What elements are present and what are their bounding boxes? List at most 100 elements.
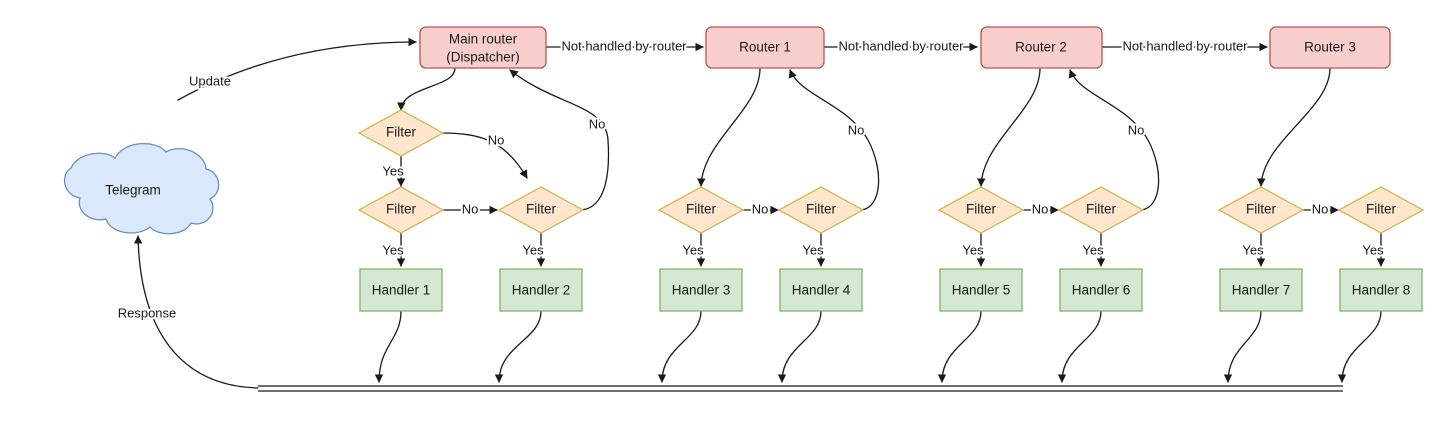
label-no-c-back: No: [1128, 122, 1145, 137]
handler-5-label: Handler 5: [952, 283, 1011, 298]
main-router-label-line1: Main router: [449, 32, 518, 47]
router-3-label: Router 3: [1304, 40, 1356, 55]
main-router-box: [419, 26, 547, 69]
edge-filter-a1-no-to-filter-a2: [440, 132, 528, 179]
label-yes-8: Yes: [1242, 242, 1264, 257]
router-3-box: [1269, 26, 1391, 69]
label-not-handled-2: Not handled by router: [838, 38, 964, 53]
handler-1-node[interactable]: Handler 1: [359, 268, 443, 312]
filter-b1-label: Filter: [686, 202, 717, 217]
telegram-cloud-label: Telegram: [105, 183, 161, 198]
handler-7-node[interactable]: Handler 7: [1219, 268, 1303, 312]
edge-handler-2-to-bus: [494, 310, 542, 383]
filter-b2-diamond: [777, 186, 865, 234]
filter-a1-node[interactable]: Filter: [357, 109, 445, 157]
handler-6-node[interactable]: Handler 6: [1059, 268, 1143, 312]
filter-d1-node[interactable]: Filter: [1217, 186, 1305, 234]
filter-a1-diamond: [357, 109, 445, 157]
filter-a2-diamond: [497, 186, 585, 234]
handler-5-box: [939, 268, 1023, 312]
filter-d1-diamond: [1217, 186, 1305, 234]
handler-3-box: [659, 268, 743, 312]
label-no-b-back: No: [848, 122, 865, 137]
filter-c1-diamond: [937, 186, 1025, 234]
filter-c2-label: Filter: [1086, 202, 1117, 217]
filter-c2-node[interactable]: Filter: [1057, 186, 1145, 234]
cloud-icon: [63, 142, 220, 235]
filter-b2-label: Filter: [806, 202, 837, 217]
edge-response: [133, 235, 259, 389]
router-2-label: Router 2: [1015, 40, 1067, 55]
handler-4-box: [779, 268, 863, 312]
handler-5-node[interactable]: Handler 5: [939, 268, 1023, 312]
edge-filter-c2-no-to-router-2: [1068, 69, 1160, 211]
handler-6-label: Handler 6: [1072, 283, 1131, 298]
label-yes-3: Yes: [522, 242, 544, 257]
label-yes-1: Yes: [382, 163, 404, 178]
filter-c1-node[interactable]: Filter: [937, 186, 1025, 234]
handler-1-label: Handler 1: [372, 283, 431, 298]
edge-label-group: Update Response Not handled by router No…: [116, 36, 1386, 322]
filter-a1-label: Filter: [386, 125, 417, 140]
handler-1-box: [359, 268, 443, 312]
telegram-cloud-node[interactable]: Telegram: [63, 142, 220, 235]
filter-b1-diamond: [657, 186, 745, 234]
label-no-a-back: No: [589, 116, 606, 131]
edge-handler-5-to-bus: [937, 310, 982, 383]
label-no-a-top: No: [488, 132, 505, 147]
edge-handler-8-to-bus: [1337, 310, 1382, 383]
edge-handler-7-to-bus: [1223, 310, 1262, 383]
filter-d2-label: Filter: [1366, 202, 1397, 217]
handler-8-label: Handler 8: [1352, 283, 1411, 298]
edge-filter-a2-no-to-mainrouter: [509, 69, 610, 211]
edge-handler-6-to-bus: [1057, 310, 1102, 383]
router-2-node[interactable]: Router 2: [980, 26, 1103, 69]
handler-4-node[interactable]: Handler 4: [779, 268, 863, 312]
label-no-a-mid: No: [462, 201, 479, 216]
filter-d2-diamond: [1337, 186, 1425, 234]
label-no-c-mid: No: [1032, 201, 1049, 216]
label-not-handled-1: Not handled by router: [561, 38, 687, 53]
edge-router-1-to-filter-b1: [697, 67, 761, 187]
router-2-box: [980, 26, 1103, 69]
label-response: Response: [118, 305, 177, 320]
filter-b2-node[interactable]: Filter: [777, 186, 865, 234]
filter-a2-label: Filter: [526, 202, 557, 217]
handler-8-box: [1339, 268, 1423, 312]
filter-a2-node[interactable]: Filter: [497, 186, 585, 234]
label-yes-4: Yes: [682, 242, 704, 257]
edge-update: [177, 37, 417, 101]
label-yes-6: Yes: [962, 242, 984, 257]
main-router-node[interactable]: Main router (Dispatcher): [419, 26, 547, 69]
edge-filter-b2-no-to-router-1: [788, 69, 880, 211]
filter-b1-node[interactable]: Filter: [657, 186, 745, 234]
edge-router-2-to-filter-c1: [977, 67, 1041, 187]
filter-c2-diamond: [1057, 186, 1145, 234]
router-1-box: [705, 26, 825, 69]
filter-d2-node[interactable]: Filter: [1337, 186, 1425, 234]
filter-a3-node[interactable]: Filter: [357, 186, 445, 234]
label-yes-7: Yes: [1082, 242, 1104, 257]
filter-a3-label: Filter: [386, 202, 417, 217]
handler-2-box: [499, 268, 583, 312]
handler-2-label: Handler 2: [512, 283, 571, 298]
filter-a3-diamond: [357, 186, 445, 234]
label-no-b-mid: No: [752, 201, 769, 216]
handler-3-node[interactable]: Handler 3: [659, 268, 743, 312]
label-update: Update: [189, 73, 231, 88]
label-yes-9: Yes: [1362, 242, 1384, 257]
handler-6-box: [1059, 268, 1143, 312]
label-yes-2: Yes: [382, 242, 404, 257]
main-router-label-line2: (Dispatcher): [446, 50, 520, 65]
edge-handler-4-to-bus: [777, 310, 822, 383]
label-yes-5: Yes: [802, 242, 824, 257]
handler-3-label: Handler 3: [672, 283, 731, 298]
handler-8-node[interactable]: Handler 8: [1339, 268, 1423, 312]
handler-4-label: Handler 4: [792, 283, 851, 298]
handler-2-node[interactable]: Handler 2: [499, 268, 583, 312]
router-3-node[interactable]: Router 3: [1269, 26, 1391, 69]
handler-7-label: Handler 7: [1232, 283, 1291, 298]
router-1-node[interactable]: Router 1: [705, 26, 825, 69]
